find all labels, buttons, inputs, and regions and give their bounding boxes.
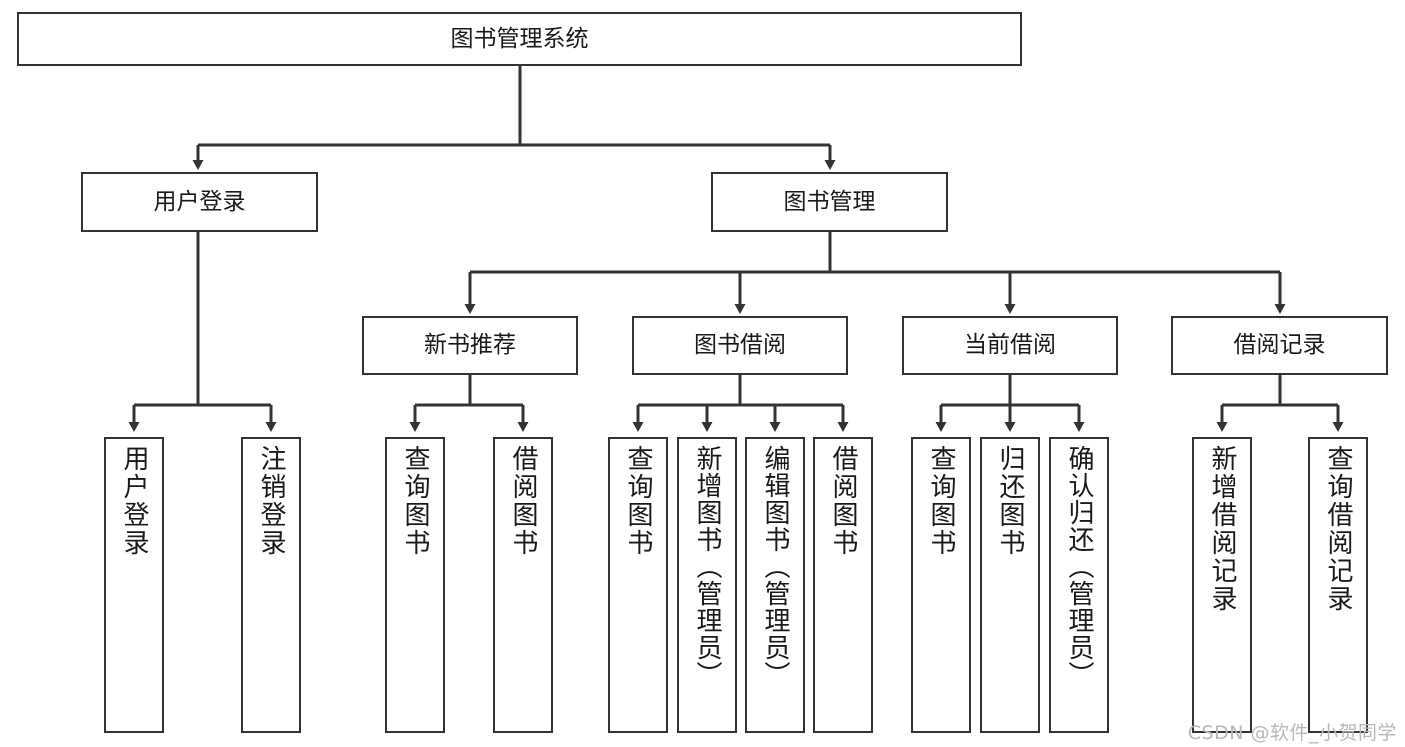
leaf-borrow-record-add[interactable]: 新增借阅记录 — [1192, 437, 1252, 733]
leaf-current-borrow-confirm-return[interactable]: 确认归还（管理员） — [1049, 437, 1109, 733]
node-label: 借阅图书 — [828, 445, 858, 557]
node-label: 图书管理 — [783, 188, 876, 215]
node-label: 新增借阅记录 — [1207, 445, 1237, 613]
node-user-login[interactable]: 用户登录 — [81, 172, 318, 232]
node-new-book-recommend[interactable]: 新书推荐 — [362, 316, 578, 375]
node-label: 用户登录 — [119, 445, 149, 557]
node-label: 查询图书 — [623, 445, 653, 557]
node-label: 编辑图书（管理员） — [760, 445, 790, 688]
node-borrow-record[interactable]: 借阅记录 — [1171, 316, 1388, 375]
watermark-text: CSDN @软件_小贺同学 — [1187, 722, 1397, 744]
leaf-new-book-query[interactable]: 查询图书 — [385, 437, 445, 733]
node-label: 确认归还（管理员） — [1064, 445, 1094, 688]
node-label: 归还图书 — [995, 445, 1025, 557]
leaf-current-borrow-query[interactable]: 查询图书 — [911, 437, 971, 733]
node-label: 当前借阅 — [964, 332, 1056, 358]
node-label: 图书借阅 — [694, 332, 786, 358]
node-label: 用户登录 — [153, 188, 246, 215]
node-label: 借阅记录 — [1233, 332, 1326, 358]
leaf-new-book-borrow[interactable]: 借阅图书 — [493, 437, 553, 733]
leaf-book-borrow-borrow[interactable]: 借阅图书 — [813, 437, 873, 733]
node-book-borrow[interactable]: 图书借阅 — [632, 316, 848, 375]
node-label: 注销登录 — [256, 445, 286, 557]
leaf-user-login-logout[interactable]: 注销登录 — [241, 437, 301, 733]
node-root-system[interactable]: 图书管理系统 — [17, 12, 1022, 66]
node-label: 借阅图书 — [508, 445, 538, 557]
node-label: 查询借阅记录 — [1323, 445, 1353, 613]
node-label: 查询图书 — [926, 445, 956, 557]
node-label: 新书推荐 — [424, 332, 516, 358]
node-current-borrow[interactable]: 当前借阅 — [902, 316, 1118, 375]
leaf-borrow-record-query[interactable]: 查询借阅记录 — [1308, 437, 1368, 733]
leaf-current-borrow-return[interactable]: 归还图书 — [980, 437, 1040, 733]
node-book-management[interactable]: 图书管理 — [711, 172, 948, 232]
leaf-book-borrow-query[interactable]: 查询图书 — [608, 437, 668, 733]
leaf-book-borrow-add[interactable]: 新增图书（管理员） — [677, 437, 737, 733]
leaf-user-login-login[interactable]: 用户登录 — [104, 437, 164, 733]
node-label: 新增图书（管理员） — [692, 445, 722, 688]
leaf-book-borrow-edit[interactable]: 编辑图书（管理员） — [745, 437, 805, 733]
node-label: 图书管理系统 — [450, 25, 589, 52]
node-label: 查询图书 — [400, 445, 430, 557]
